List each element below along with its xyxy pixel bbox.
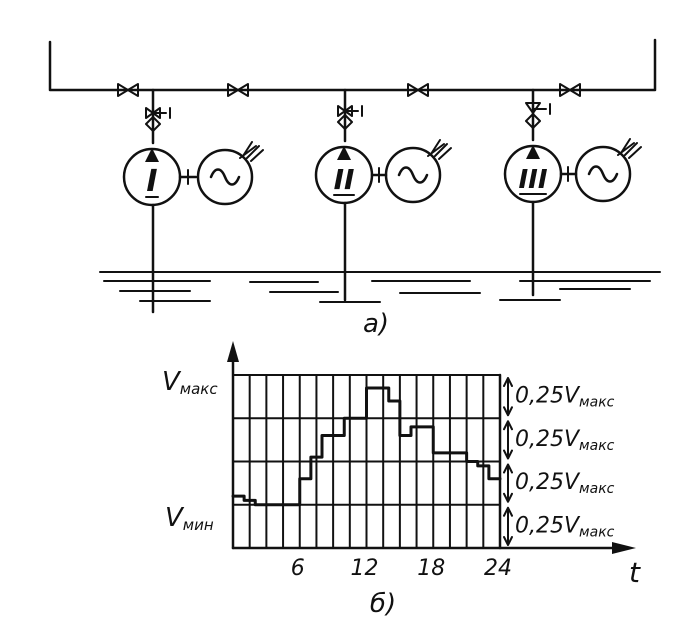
header-valve-2 — [227, 83, 249, 97]
band-bracket — [503, 463, 513, 503]
x-tick-label: 18 — [417, 556, 445, 581]
figure-b-caption: б) — [370, 589, 396, 619]
header-pipe — [48, 38, 657, 92]
x-axis-label: t — [629, 556, 641, 589]
x-tick-label: 6 — [291, 556, 305, 581]
y-label-max: Vмакс — [162, 367, 218, 398]
band-brackets: 0,25Vмакс 0,25Vмакс 0,25Vмакс 0,25Vмакс — [503, 377, 615, 546]
motor-1-ac-icon — [209, 168, 241, 186]
motor-2 — [384, 146, 442, 204]
band-bracket — [503, 420, 513, 460]
x-tick-label: 24 — [484, 556, 512, 581]
motor-1 — [196, 148, 254, 206]
motor-2-ac-icon — [397, 166, 429, 184]
pump-1-label: I — [146, 164, 157, 199]
pump-unit-3 — [503, 88, 642, 297]
figure-a-caption: a) — [363, 309, 389, 339]
x-tick-label: 12 — [351, 556, 379, 581]
band-label: 0,25Vмакс — [515, 470, 615, 497]
pump-1-arrow-icon — [145, 148, 159, 162]
y-label-min: Vмин — [165, 503, 214, 534]
water-surface — [99, 271, 661, 303]
pump-3-label: III — [518, 165, 547, 195]
y-axis-arrow-icon — [227, 341, 239, 362]
pump-3-arrow-icon — [526, 145, 540, 159]
x-tick-labels: 6 12 18 24 — [291, 556, 512, 581]
header-valve-3 — [407, 83, 429, 97]
motor-3 — [574, 145, 632, 203]
header-valve-4 — [559, 83, 581, 97]
pump-unit-2 — [314, 88, 452, 302]
pump-scheme: I II III a) — [48, 38, 661, 339]
supply-series-line — [231, 386, 502, 507]
pump-unit-1 — [122, 88, 264, 314]
band-label: 0,25Vмакс — [515, 427, 615, 454]
band-bracket — [503, 377, 513, 417]
pump-2-arrow-icon — [337, 146, 351, 160]
x-axis-arrow-icon — [612, 542, 636, 554]
motor-3-ac-icon — [587, 165, 619, 183]
header-valve-1 — [117, 83, 139, 97]
pump-2-label: II — [334, 163, 355, 196]
band-label: 0,25Vмакс — [515, 513, 615, 540]
band-bracket — [503, 506, 513, 546]
band-label: 0,25Vмакс — [515, 384, 615, 411]
